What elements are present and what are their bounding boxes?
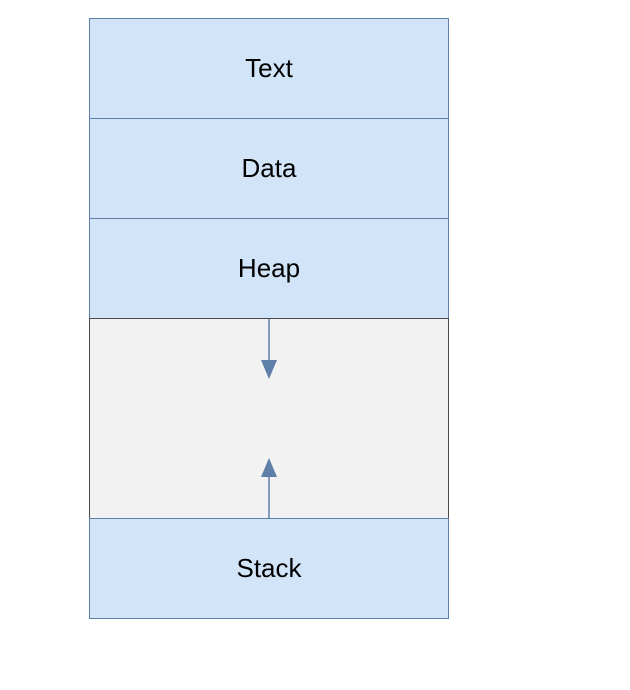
stack-segment: Stack <box>89 518 449 619</box>
heap-segment: Heap <box>89 218 449 319</box>
free-space-region <box>89 318 449 519</box>
data-segment-label: Data <box>241 153 297 183</box>
text-segment-label: Text <box>245 53 293 83</box>
heap-segment-label: Heap <box>237 253 301 283</box>
text-segment: Text <box>89 18 449 119</box>
stack-segment-label: Stack <box>236 553 302 583</box>
memory-layout-diagram: Text Data Heap Stack <box>89 18 449 619</box>
data-segment: Data <box>89 118 449 219</box>
